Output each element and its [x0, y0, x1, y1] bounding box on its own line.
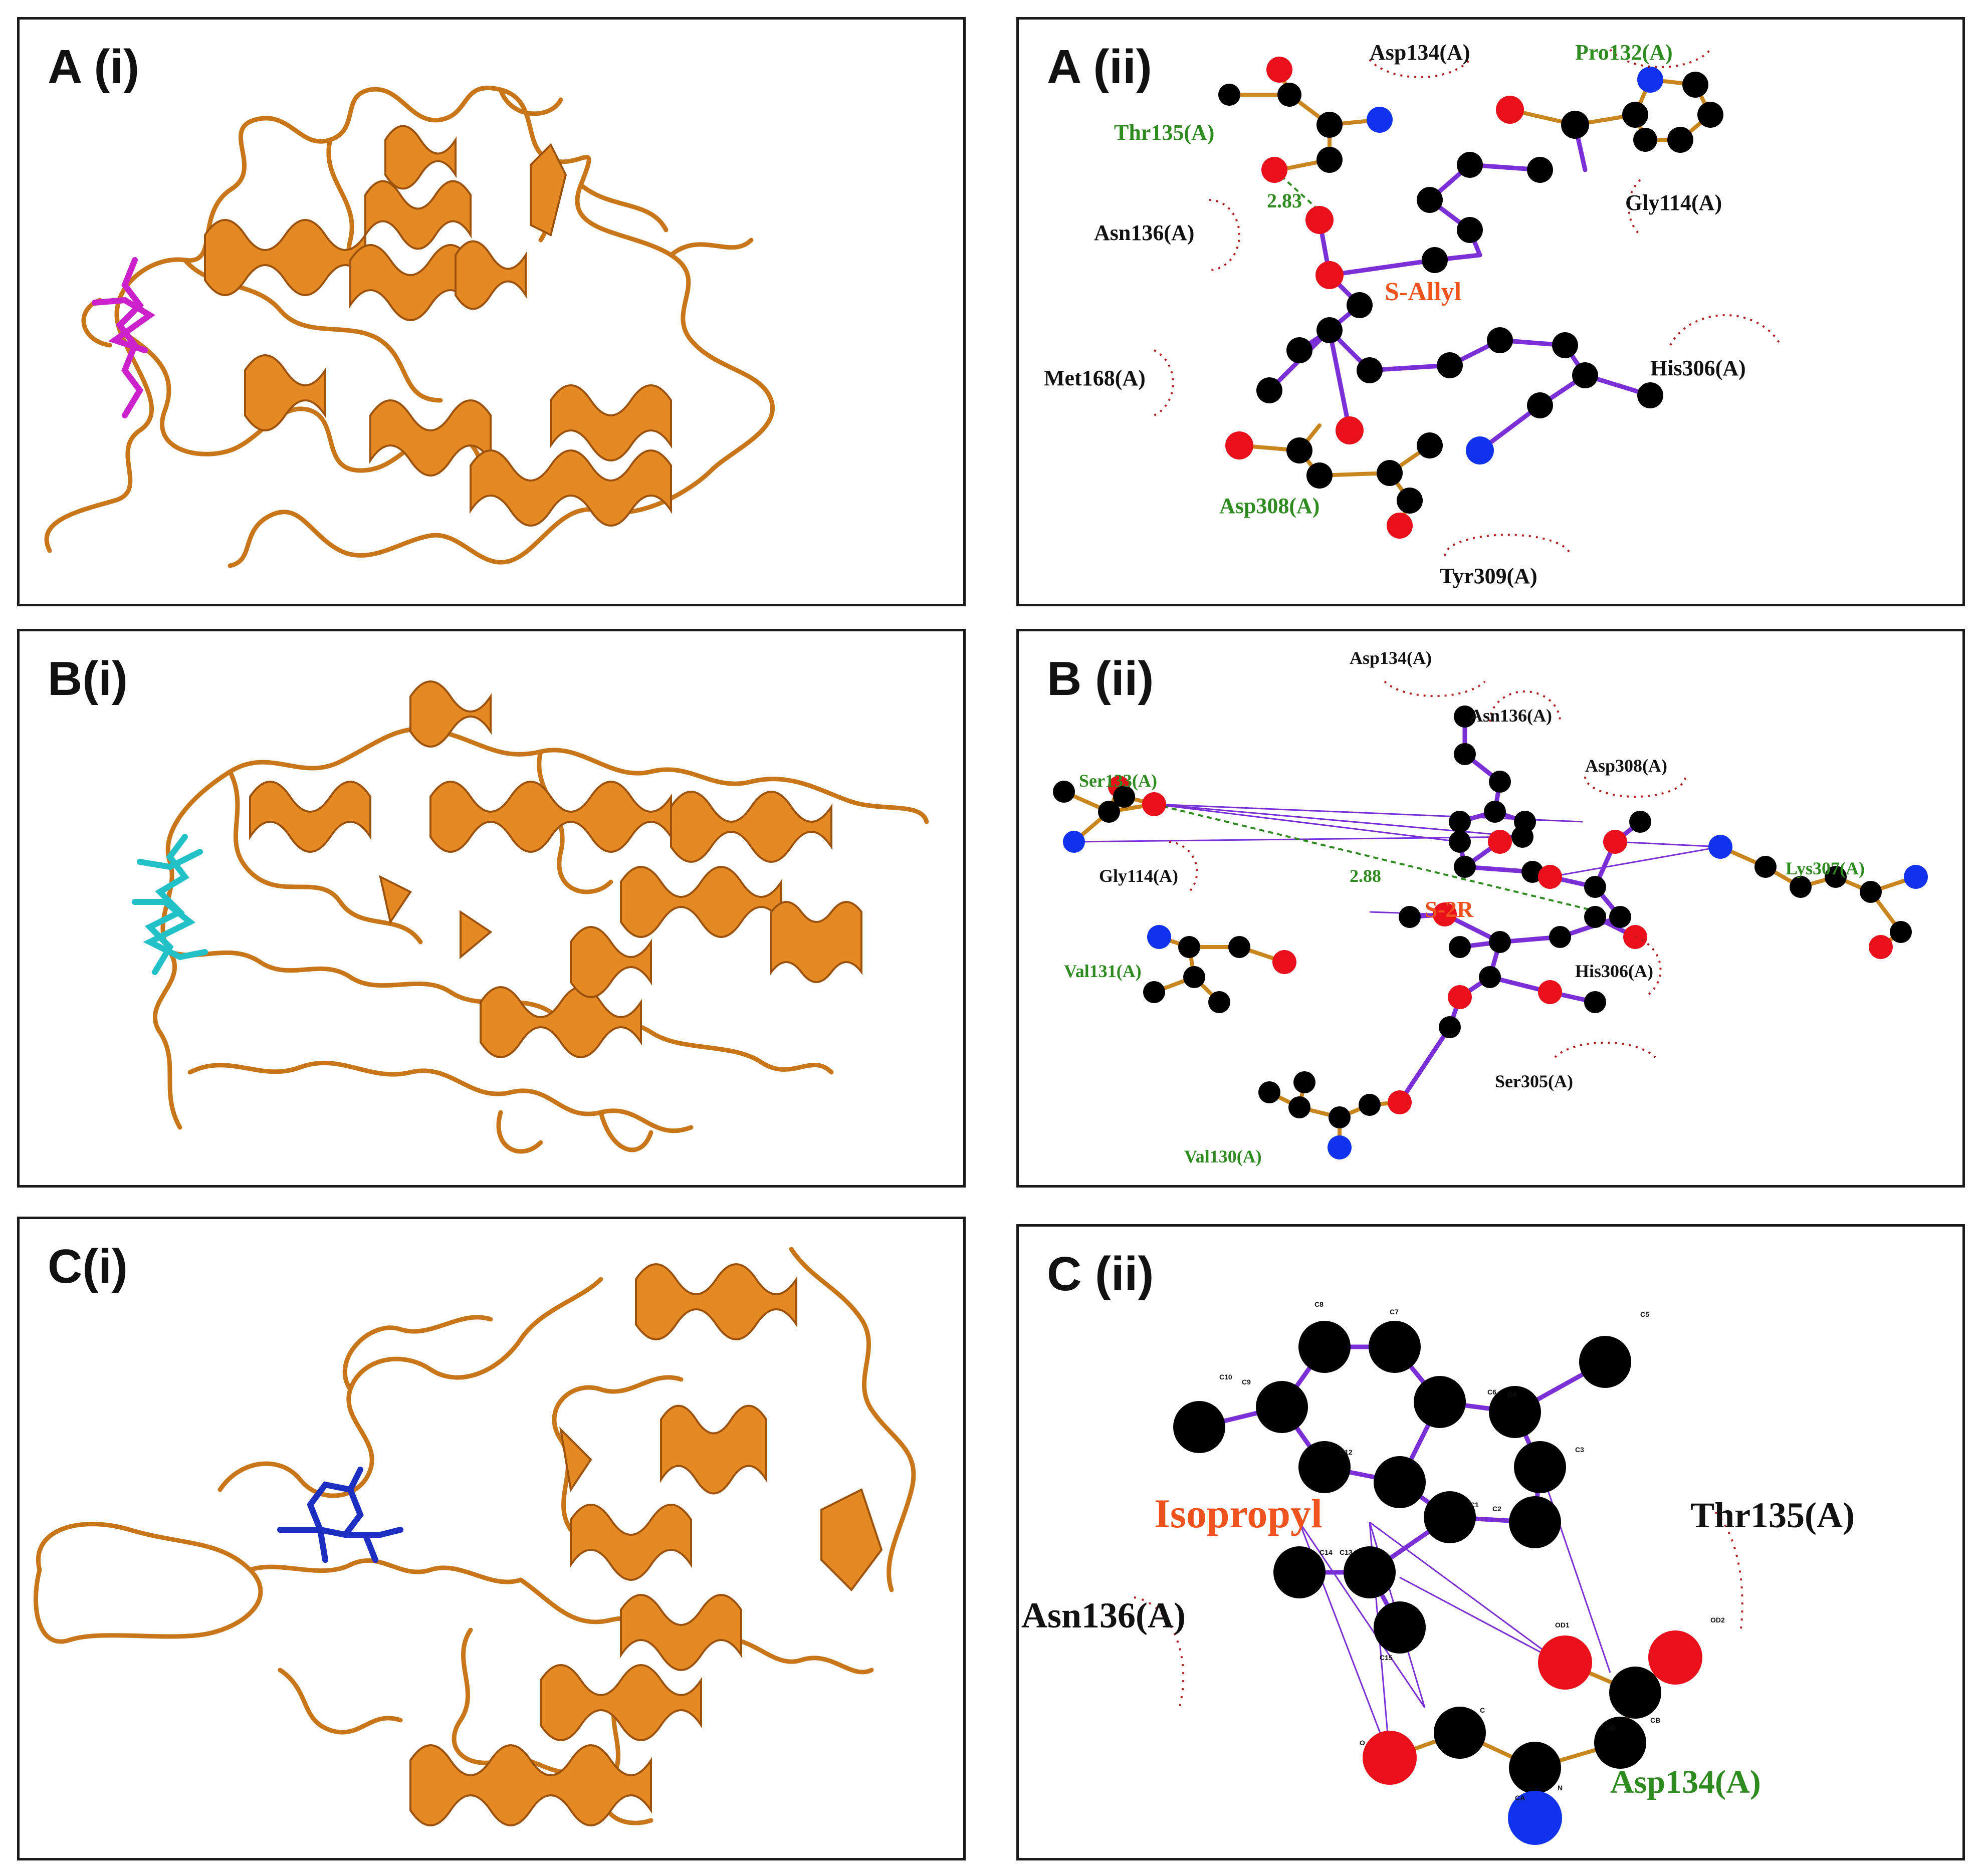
atom-c11: C11	[1319, 1441, 1332, 1449]
panel-a-i: A (i)	[17, 17, 966, 606]
residue-asp308: Asp308(A)	[1219, 494, 1319, 518]
residue-ser133: Ser133(A)	[1079, 771, 1157, 791]
atoms	[1053, 706, 1928, 1159]
interaction-diagram-c: C8 C7 C5 C10 C9 C6 C4 C11 C12 C3 C1 C2 C…	[1021, 1300, 1855, 1845]
atom-o: O	[1360, 1739, 1365, 1747]
residue-ser305: Ser305(A)	[1495, 1071, 1573, 1091]
panel-label: C (ii)	[1047, 1247, 1154, 1301]
hydrophobic-contact-lines	[1073, 803, 1721, 915]
atom-cb: CB	[1650, 1716, 1660, 1724]
atom-c1: C1	[1470, 1501, 1479, 1509]
atom-c2: C2	[1492, 1505, 1501, 1513]
atom-c4: C4	[1507, 1390, 1516, 1398]
panel-a-ii: A (ii)	[1016, 17, 1965, 606]
atom-n: N	[1558, 1784, 1563, 1792]
coil-backbone	[152, 727, 929, 1154]
ligand-sticks-a	[92, 257, 155, 418]
atom-c: C	[1480, 1706, 1485, 1714]
panel-label: B(i)	[48, 652, 128, 706]
atom-labels: C8 C7 C5 C10 C9 C6 C4 C11 C12 C3 C1 C2 C…	[1219, 1300, 1725, 1802]
residue-lys307: Lys307(A)	[1786, 858, 1865, 878]
residue-val131: Val131(A)	[1064, 961, 1142, 981]
protein-structure-b	[132, 680, 929, 1154]
hbond-dashed	[1154, 803, 1621, 918]
atom-c14: C14	[1319, 1548, 1333, 1556]
ligand-name: Isopropyl	[1154, 1491, 1323, 1536]
atoms	[1218, 57, 1723, 539]
residue-thr135: Thr135(A)	[1690, 1495, 1855, 1535]
helices	[204, 125, 672, 527]
atom-c9: C9	[1242, 1378, 1251, 1386]
helices	[409, 1263, 883, 1826]
residue-his306: His306(A)	[1575, 961, 1653, 981]
interaction-diagram-a: Asp134(A) Pro132(A) Thr135(A) 2.83 Gly11…	[1044, 40, 1782, 588]
atom-c8: C8	[1314, 1300, 1324, 1308]
atom-c10: C10	[1219, 1373, 1232, 1381]
ligand-name: S-2R	[1425, 896, 1474, 922]
residue-asn136: Asn136(A)	[1021, 1595, 1186, 1635]
hydrophobic-arcs	[1169, 680, 1686, 1058]
residue-asp134: Asp134(A)	[1610, 1764, 1761, 1800]
atom-c3: C3	[1575, 1446, 1584, 1454]
residue-his306: His306(A)	[1650, 356, 1746, 380]
ligand-name: S-Allyl	[1385, 278, 1461, 306]
residue-gly114: Gly114(A)	[1625, 190, 1722, 215]
atom-c15: C15	[1380, 1654, 1393, 1662]
panel-c-i: C(i)	[17, 1217, 966, 1860]
panel-label: A (ii)	[1047, 40, 1152, 94]
protein-structure-a	[44, 85, 775, 568]
atom-cg: CG	[1605, 1724, 1616, 1732]
hbond-distance: 2.83	[1267, 189, 1302, 212]
panel-label: C(i)	[48, 1240, 128, 1293]
residue-val130: Val130(A)	[1184, 1146, 1262, 1166]
residue-asn136: Asn136(A)	[1094, 220, 1194, 245]
hbond-distance: 2.88	[1350, 866, 1381, 886]
residue-thr135: Thr135(A)	[1114, 120, 1214, 145]
panel-label: B (ii)	[1047, 652, 1154, 706]
atom-ca: CA	[1515, 1794, 1525, 1802]
residue-asp134: Asp134(A)	[1350, 648, 1432, 668]
atom-od2: OD2	[1710, 1616, 1725, 1624]
ligand-sticks-b	[132, 834, 208, 975]
coil-backbone	[34, 1247, 916, 1825]
interaction-diagram-b: Asp134(A) Asn136(A) Asp308(A) Ser133(A) …	[1053, 648, 1928, 1166]
atoms	[1173, 1321, 1702, 1845]
protein-structure-c	[34, 1247, 916, 1826]
panel-b-ii: B (ii)	[1016, 629, 1965, 1188]
atom-c5: C5	[1640, 1310, 1649, 1318]
atom-od1: OD1	[1555, 1621, 1570, 1629]
residue-asp308: Asp308(A)	[1585, 756, 1667, 776]
atom-c7: C7	[1390, 1308, 1399, 1316]
atom-c13: C13	[1340, 1548, 1353, 1556]
helices	[249, 680, 862, 1058]
atom-c6: C6	[1487, 1388, 1496, 1396]
residue-gly114: Gly114(A)	[1099, 866, 1178, 886]
atom-c12: C12	[1340, 1448, 1353, 1456]
residue-asp134: Asp134(A)	[1370, 40, 1470, 65]
panel-label: A (i)	[48, 40, 140, 94]
residue-pro132: Pro132(A)	[1575, 40, 1673, 65]
residue-tyr309: Tyr309(A)	[1440, 564, 1537, 588]
panel-c-ii: C (ii)	[1016, 1224, 1965, 1860]
ligand-sticks-c	[277, 1467, 403, 1563]
residue-asn136: Asn136(A)	[1470, 706, 1552, 726]
hydrophobic-arcs	[1154, 49, 1782, 556]
panel-b-i: B(i)	[17, 629, 966, 1188]
residue-met168: Met168(A)	[1044, 366, 1146, 390]
